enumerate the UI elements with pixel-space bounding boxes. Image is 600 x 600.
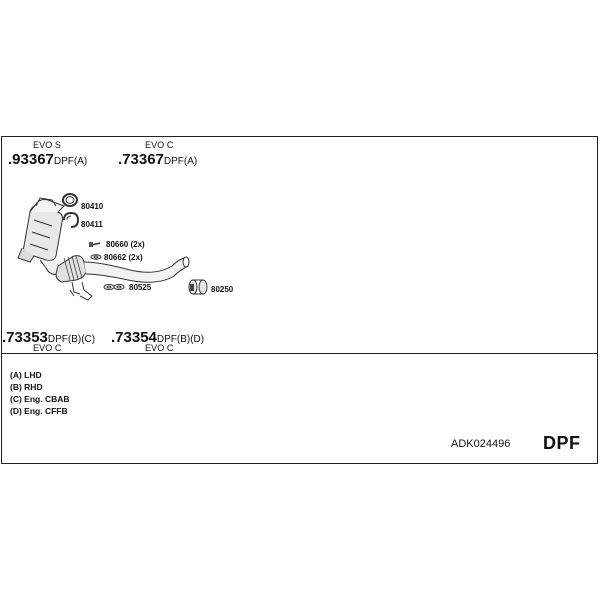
ref-80662[interactable]: 80662 (2x)	[104, 253, 143, 262]
part-number-1-suffix: DPF(A)	[53, 156, 88, 167]
flex-pipe-drawing	[55, 255, 93, 301]
legend-item-d: (D) Eng. CFFB	[10, 406, 68, 416]
part-number-2[interactable]: .73367DPF(A)	[118, 152, 197, 168]
clamp-80525-drawing	[103, 283, 125, 291]
part-number-4-suffix: DPF(B)(D)	[156, 334, 205, 345]
ref-80660[interactable]: 80660 (2x)	[106, 240, 145, 249]
category-label: DPF	[543, 433, 581, 453]
variant-label-1: EVO S	[33, 140, 62, 150]
part-number-3[interactable]: .73353DPF(B)(C)	[2, 330, 95, 346]
part-number-3-code: .73353	[2, 329, 48, 346]
exhaust-pipe-drawing	[83, 256, 190, 283]
dpf-canister-drawing	[17, 197, 67, 275]
clamp-80250-drawing	[188, 279, 208, 295]
variant-label-3: EVO C	[33, 343, 62, 353]
ref-80525[interactable]: 80525	[129, 283, 152, 292]
part-number-4[interactable]: .73354DPF(B)(D)	[111, 330, 204, 346]
part-number-2-code: .73367	[118, 151, 164, 168]
variant-label-4: EVO C	[145, 343, 174, 353]
variant-label-2: EVO C	[145, 140, 174, 150]
part-number-4-code: .73354	[111, 329, 157, 346]
ref-80250[interactable]: 80250	[211, 285, 234, 294]
legend-divider	[1, 353, 598, 354]
gasket-rings-drawing	[62, 193, 80, 228]
ref-80411[interactable]: 80411	[81, 220, 103, 229]
legend-item-b: (B) RHD	[10, 382, 43, 392]
legend-item-a: (A) LHD	[10, 370, 42, 380]
part-number-2-suffix: DPF(A)	[163, 156, 198, 167]
diagram-frame	[1, 136, 598, 464]
kit-number: ADK024496	[451, 438, 511, 450]
bolt-hardware-drawing	[89, 242, 102, 260]
legend-item-c: (C) Eng. CBAB	[10, 394, 70, 404]
part-number-3-suffix: DPF(B)(C)	[47, 334, 96, 345]
part-number-1-code: .93367	[8, 151, 54, 168]
part-number-1[interactable]: .93367DPF(A)	[8, 152, 87, 168]
ref-80410[interactable]: 80410	[81, 202, 104, 211]
